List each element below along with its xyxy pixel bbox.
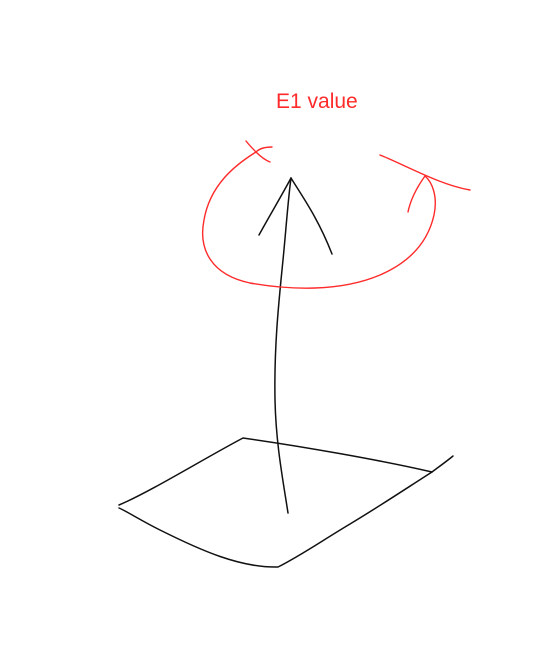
rotation-loop-tail: [407, 175, 426, 213]
rotation-arrow-icon: [202, 140, 471, 289]
rotation-top-stroke: [379, 154, 471, 191]
arrowhead-right: [290, 177, 333, 255]
e1-value-label: E1 value: [276, 90, 358, 113]
axis-shaft: [274, 177, 292, 514]
plane-outline: [118, 437, 433, 568]
rotation-loop: [202, 151, 436, 289]
plane-icon: [118, 437, 454, 568]
plane-edge-extension: [431, 455, 454, 473]
arrowhead-left: [258, 177, 292, 236]
up-arrow-icon: [258, 177, 333, 514]
rotation-arrowhead-stem: [245, 140, 257, 153]
rotation-arrowhead-upper: [255, 146, 273, 153]
rotation-arrowhead-lower: [255, 151, 271, 163]
